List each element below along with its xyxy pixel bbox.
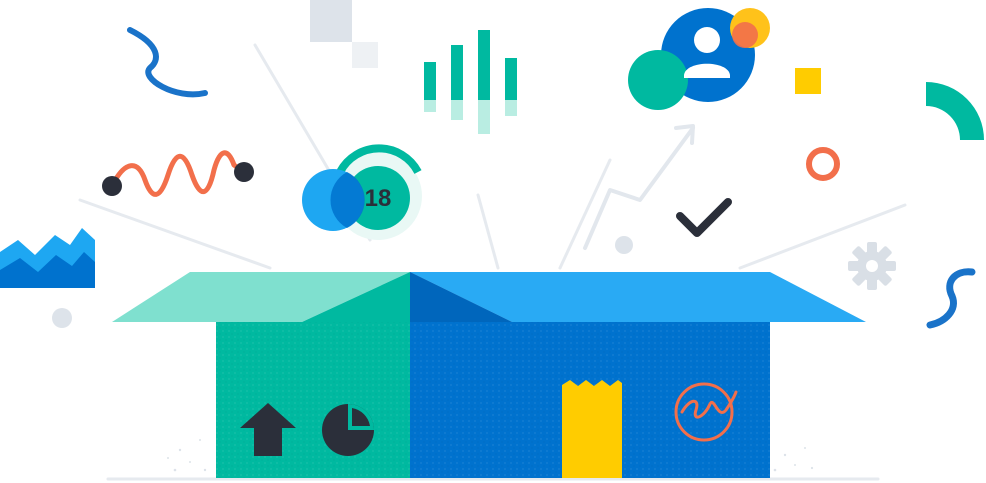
gauge-number: 18 xyxy=(365,185,392,212)
trend-arrow-icon xyxy=(583,124,695,250)
grey-square-large xyxy=(310,0,352,42)
user-avatar-icon xyxy=(628,8,770,110)
light-rays xyxy=(78,43,907,270)
grey-dot-left xyxy=(52,308,72,328)
box-flap-right xyxy=(410,272,866,322)
bar-chart-icon xyxy=(424,30,517,134)
orange-ring xyxy=(806,147,840,181)
mountain-chart-icon xyxy=(0,228,95,288)
grey-square-small xyxy=(352,42,378,68)
gauge-icon: 18 xyxy=(302,144,422,240)
orange-wave-icon xyxy=(102,150,254,197)
teal-arc-top-right xyxy=(926,82,984,140)
pie-chart-icon xyxy=(322,404,374,456)
gear-icon xyxy=(848,242,896,290)
signature-icon xyxy=(674,382,738,442)
blue-squiggle-right xyxy=(926,268,976,329)
grey-dot-center xyxy=(615,236,633,254)
blue-squiggle-top-left xyxy=(127,27,208,98)
receipt-icon xyxy=(562,380,622,478)
yellow-square xyxy=(795,68,821,94)
box-flap-left xyxy=(112,272,410,322)
upload-arrow-icon xyxy=(240,403,296,456)
open-box xyxy=(112,272,866,478)
checkmark-icon xyxy=(676,198,732,237)
dust-speckles xyxy=(167,439,814,472)
